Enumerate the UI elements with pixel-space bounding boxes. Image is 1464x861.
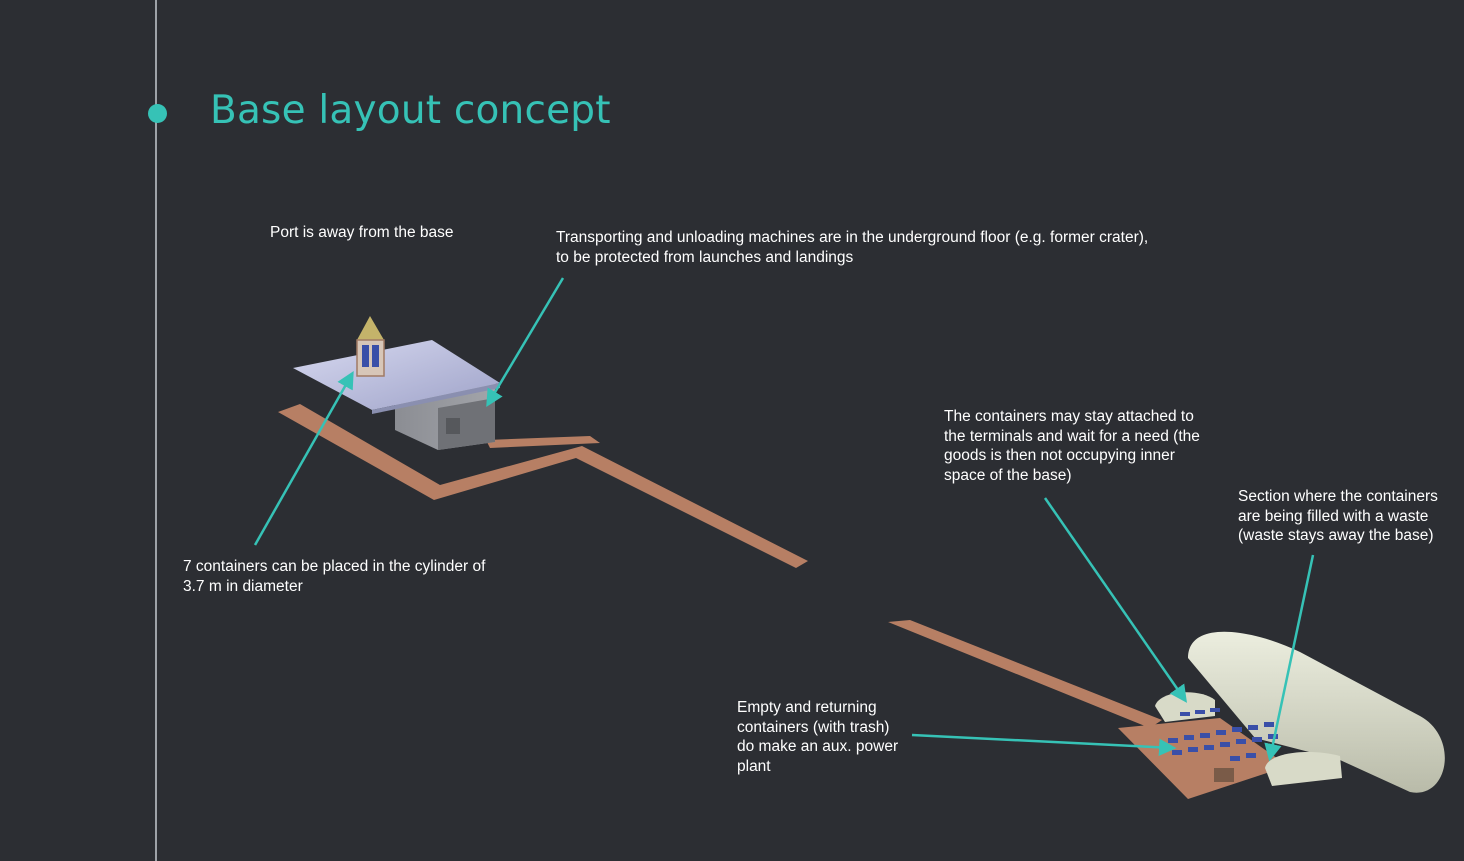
note-aux-power: Empty and returning containers (with tra…	[737, 699, 899, 775]
note-containers-cylinder: 7 containers can be placed in the cylind…	[183, 558, 486, 595]
base-corridor	[888, 620, 1162, 728]
rocket-icon	[356, 316, 385, 377]
arrow-waste	[1264, 554, 1315, 762]
arrow-aux-power	[911, 733, 1177, 757]
note-containers-attached: The containers may stay attached to the …	[944, 408, 1200, 484]
trash-container	[1214, 768, 1234, 782]
arrow-attached	[1043, 497, 1187, 703]
note-waste-section: Section where the containers are being f…	[1238, 488, 1438, 544]
note-transport-machines: Transporting and unloading machines are …	[556, 229, 1149, 266]
arrow-transport	[486, 277, 565, 408]
timeline-bullet-icon	[148, 104, 167, 123]
arrow-cylinder	[253, 370, 354, 546]
transport-corridor	[278, 404, 808, 568]
base-floor	[1118, 718, 1288, 799]
annotation-arrows	[253, 277, 1315, 762]
launch-pad	[293, 340, 500, 410]
note-port-away: Port is away from the base	[270, 224, 454, 241]
timeline-line	[155, 0, 157, 861]
base-habitat	[1155, 631, 1445, 793]
slide-title: Base layout concept	[210, 88, 611, 133]
